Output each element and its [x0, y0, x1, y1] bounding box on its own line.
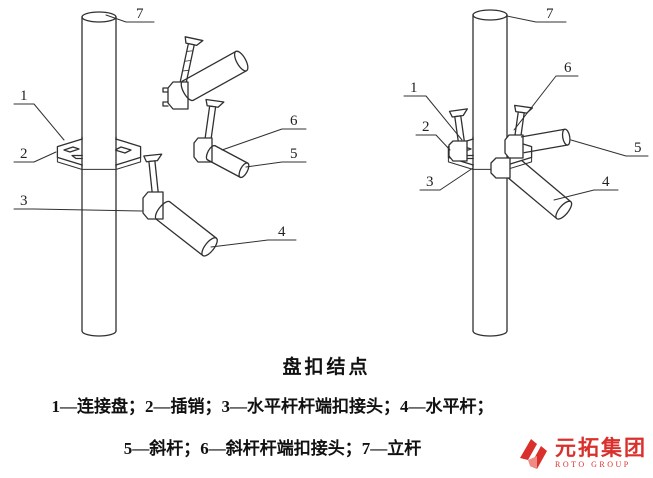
callout-7: 7 — [546, 6, 554, 22]
legend-line-2: 5—斜杆；6—斜杆杆端扣接头；7—立杆 — [123, 439, 422, 458]
connection-disc — [56, 136, 142, 170]
callout-3: 3 — [20, 193, 28, 209]
callout-5: 5 — [634, 140, 642, 156]
callout-6: 6 — [290, 113, 298, 129]
logo-company-name-en: ROTO GROUP — [555, 459, 631, 469]
leader-lines — [13, 14, 307, 248]
logo-text: 元拓集团 ROTO GROUP — [555, 435, 647, 469]
diagonal-rod-assembly — [162, 36, 249, 110]
callout-7: 7 — [136, 6, 144, 22]
diagonal-rod-end-connector — [193, 98, 250, 179]
exploded-view-figure: 7 1 2 3 4 5 6 — [13, 6, 307, 337]
callout-1: 1 — [410, 80, 418, 96]
callout-4: 4 — [278, 224, 286, 240]
diagram-area: 7 1 2 3 4 5 6 — [13, 6, 649, 337]
callout-6: 6 — [564, 60, 572, 76]
horizontal-stub-assembly — [504, 104, 571, 159]
diagonal-rod-clamp — [490, 157, 511, 179]
figure-caption: 盘扣结点 — [282, 357, 371, 378]
wedge-pin-icon — [179, 36, 204, 89]
wedge-pin-icon — [204, 98, 225, 145]
callout-2: 2 — [422, 119, 430, 135]
left-clamp — [448, 108, 468, 162]
callout-3: 3 — [426, 174, 434, 190]
diagonal-rod — [500, 154, 573, 220]
wedge-pin-icon — [143, 153, 163, 201]
roto-group-logo: 元拓集团 ROTO GROUP — [516, 436, 647, 470]
leader-lines — [403, 15, 649, 201]
vertical-pipe — [81, 11, 117, 337]
assembled-view-figure: 7 1 2 3 6 5 4 — [403, 6, 649, 337]
callout-1: 1 — [20, 88, 28, 104]
callout-2: 2 — [20, 146, 28, 162]
callout-5: 5 — [290, 146, 298, 162]
legend-line-1: 1—连接盘；2—插销；3—水平杆杆端扣接头；4—水平杆； — [51, 397, 494, 416]
horizontal-rod-assembly — [142, 153, 218, 257]
figure-legend: 1—连接盘；2—插销；3—水平杆杆端扣接头；4—水平杆； 5—斜杆；6—斜杆杆端… — [0, 392, 545, 476]
logo-company-name: 元拓集团 — [555, 435, 647, 460]
callout-4: 4 — [602, 174, 610, 190]
roto-logo-icon — [520, 439, 547, 469]
